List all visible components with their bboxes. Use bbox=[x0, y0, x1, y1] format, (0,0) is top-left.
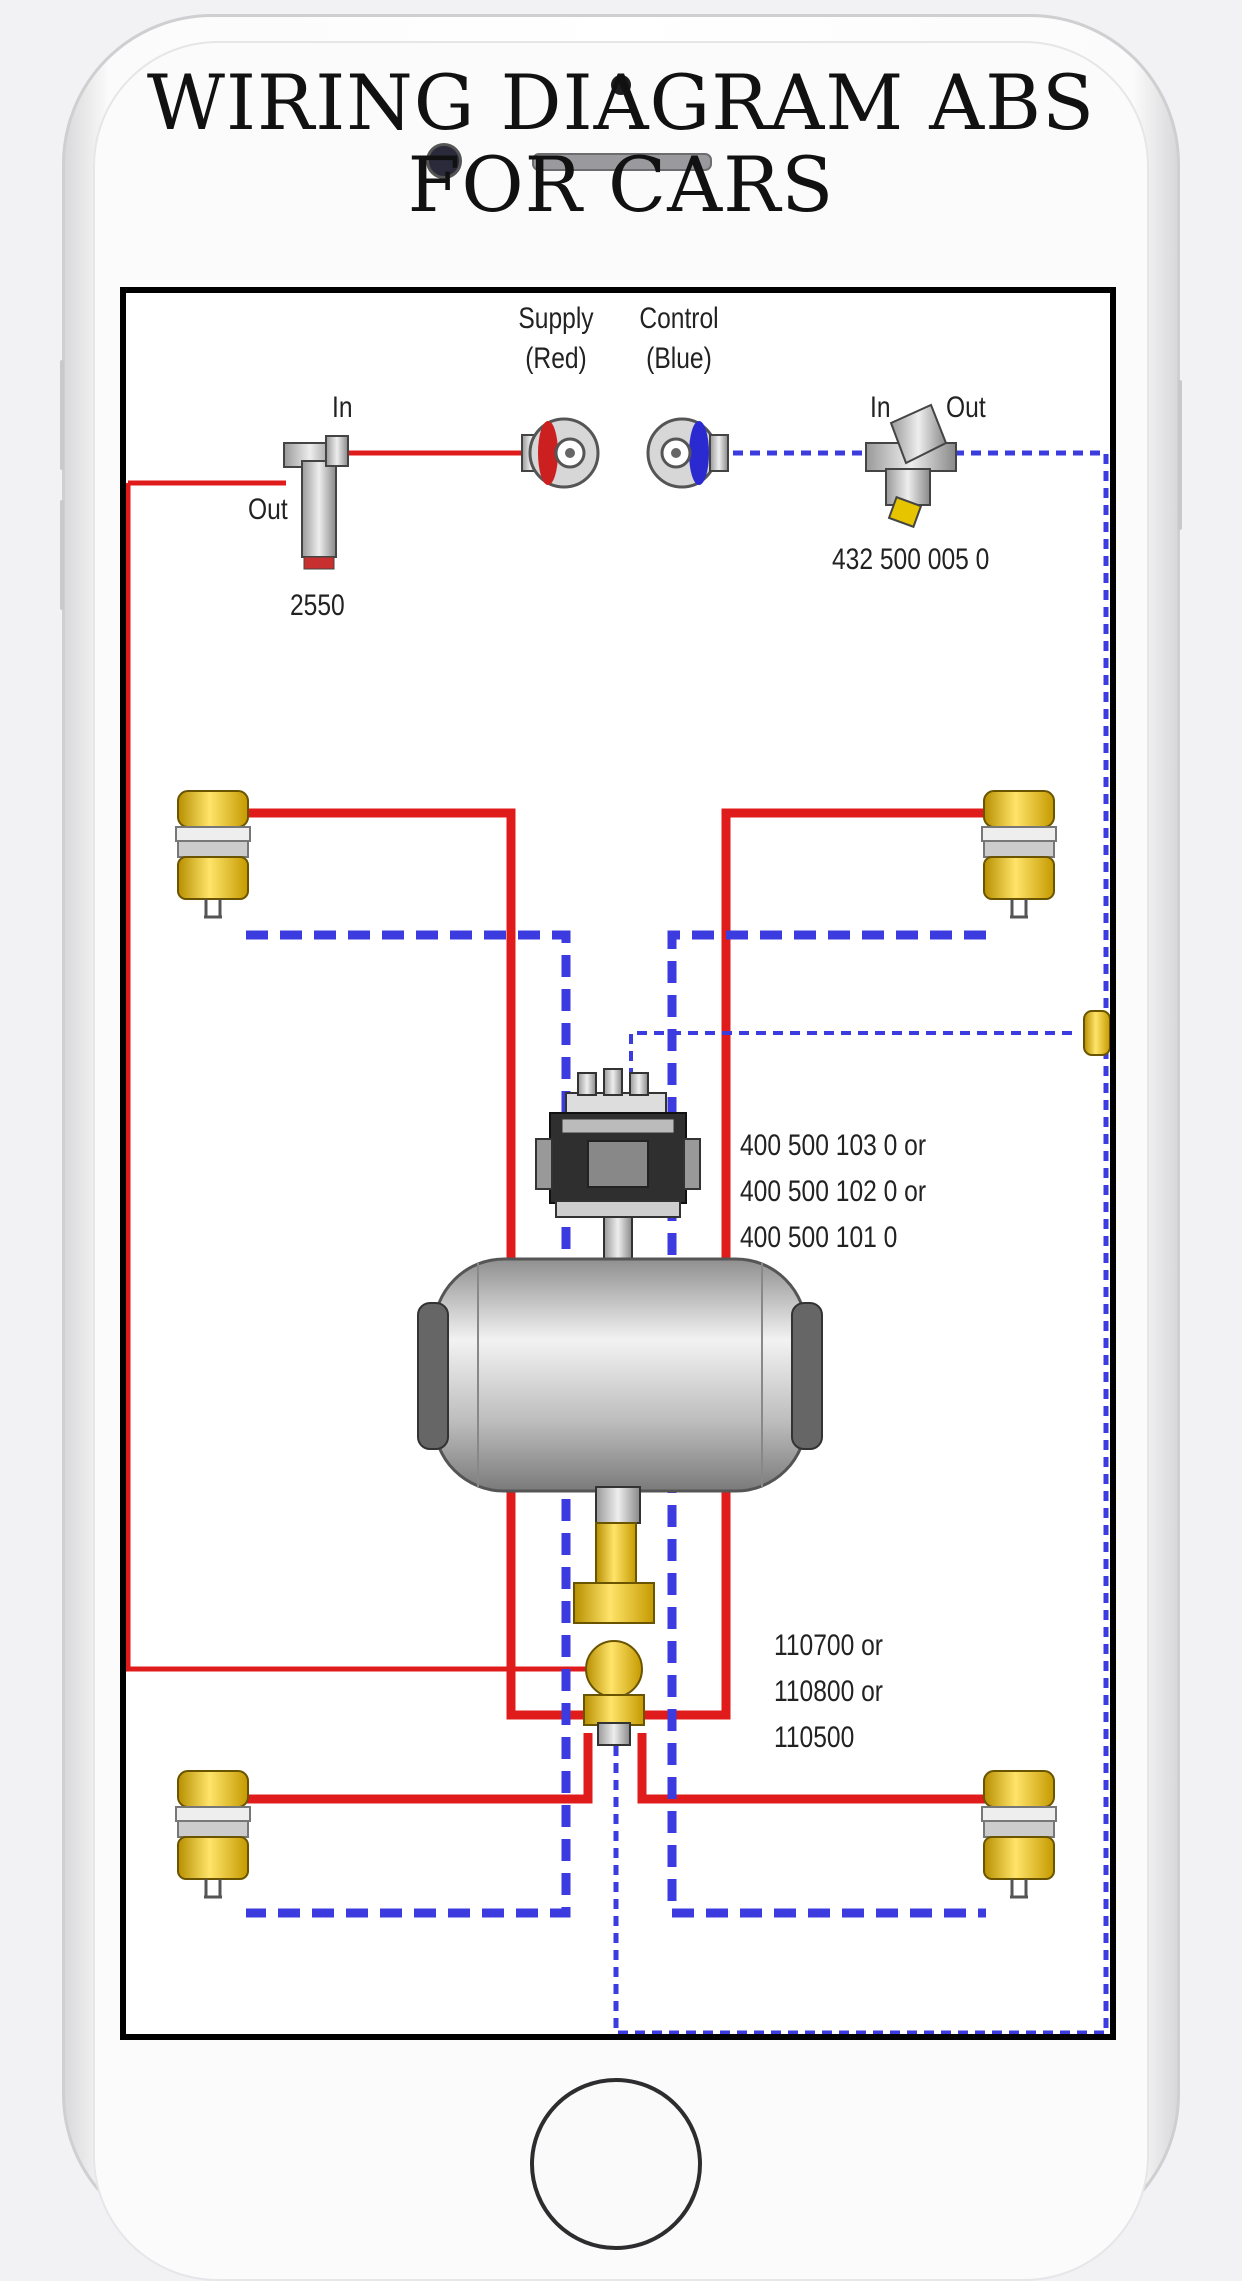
diagram-drawing bbox=[126, 403, 1110, 2034]
control-label: Control (Blue) bbox=[639, 302, 719, 375]
brake-chamber-icon bbox=[980, 1769, 1058, 1899]
brake-chamber-icon bbox=[174, 1769, 252, 1899]
brake-chamber-icon bbox=[980, 789, 1058, 919]
abs-modulator-icon bbox=[535, 1068, 701, 1260]
camera-icon bbox=[611, 75, 631, 95]
supply-label: Supply (Red) bbox=[518, 302, 594, 375]
connector-icon bbox=[1083, 1010, 1110, 1056]
abs-wiring-diagram[interactable]: Supply (Red) Control (Blue) In Out 2550 … bbox=[120, 287, 1116, 2040]
pressure-protection-valve-icon bbox=[283, 435, 349, 570]
relay-valve-icon bbox=[573, 1522, 655, 1746]
left-valve-part-label: 2550 bbox=[290, 589, 345, 622]
trailer-control-valve-icon bbox=[865, 403, 957, 529]
supply-gladhand-icon bbox=[521, 417, 600, 489]
brake-chamber-icon bbox=[175, 790, 251, 919]
left-valve-in-label: In bbox=[332, 391, 353, 424]
speaker-grille bbox=[532, 153, 712, 171]
left-valve-out-label: Out bbox=[248, 493, 288, 526]
power-button bbox=[1178, 380, 1182, 530]
right-valve-part-label: 432 500 005 0 bbox=[832, 543, 990, 576]
right-valve-in-label: In bbox=[870, 391, 891, 424]
right-valve-out-label: Out bbox=[946, 391, 986, 424]
air-tank-icon bbox=[417, 1257, 823, 1524]
modulator-parts-label: 400 500 103 0 or 400 500 102 0 or 400 50… bbox=[740, 1129, 927, 1254]
volume-button bbox=[60, 360, 64, 470]
volume-button bbox=[60, 500, 64, 610]
control-gladhand-icon bbox=[646, 417, 729, 489]
relay-valve-parts-label: 110700 or 110800 or 110500 bbox=[774, 1629, 883, 1754]
front-camera-icon bbox=[426, 143, 462, 179]
page-title: WIRING DIAGRAM ABS FOR CARS bbox=[146, 58, 1096, 229]
home-button[interactable] bbox=[530, 2078, 702, 2250]
